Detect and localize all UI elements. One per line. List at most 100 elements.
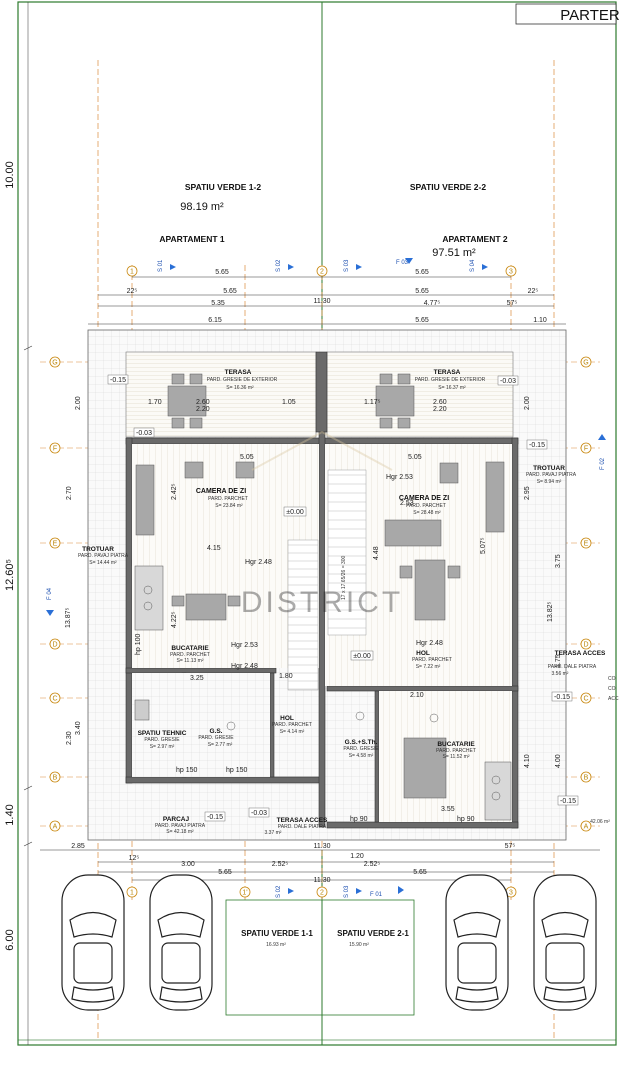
axis-C-left: C <box>52 696 57 703</box>
svg-text:1.70: 1.70 <box>148 399 162 406</box>
axis-C-right: C <box>583 696 588 703</box>
level-4: -0.03 <box>500 378 516 385</box>
axis-2-top: 2 <box>320 269 324 276</box>
level-6: -0.03 <box>251 810 267 817</box>
svg-text:13.82⁵: 13.82⁵ <box>547 601 554 622</box>
section-s01-top: S 01 <box>158 259 164 272</box>
bottom-dim-3a: 5.65 <box>218 869 232 876</box>
terasa-acces-2-finish: PARD. DALE PIATRA <box>548 664 597 670</box>
bottom-dim-2d: 1.20 <box>350 853 364 860</box>
svg-text:13.87⁵: 13.87⁵ <box>65 607 72 628</box>
room-labels: TERASA PARD. GRESIE DE EXTERIOR S= 16.36… <box>78 369 610 836</box>
title-box <box>515 3 617 25</box>
green-area-1-2-label: SPATIU VERDE 1-2 <box>185 182 261 192</box>
tehnic-area: S= 2.97 m² <box>150 744 175 750</box>
right-edge-1: CO <box>608 676 616 682</box>
bucatarie-1-finish: PARD. PARCHET <box>170 652 210 658</box>
svg-text:2.53: 2.53 <box>400 500 414 507</box>
section-f04: F 04 <box>47 587 53 600</box>
svg-text:hp 150: hp 150 <box>176 767 198 774</box>
bottom-dim-1c: 57⁵ <box>505 843 516 850</box>
svg-text:Hgr 2.48: Hgr 2.48 <box>245 559 272 566</box>
terasa-1-area <box>125 351 317 438</box>
dim-left-low: 1.40 <box>4 804 16 825</box>
car-icon <box>149 874 213 1011</box>
section-f03: F 03 <box>396 260 409 266</box>
camera-2-finish: PARD. PARCHET <box>406 503 446 509</box>
bathrooms-floor <box>132 673 270 777</box>
level-8: -0.15 <box>529 442 545 449</box>
svg-text:3.25: 3.25 <box>190 675 204 682</box>
trotuar-1-name: TROTUAR <box>82 546 114 553</box>
bucatarie-2-name: BUCATARIE <box>437 741 475 748</box>
svg-text:Hgr 2.53: Hgr 2.53 <box>386 474 413 481</box>
axis-B-right: B <box>584 775 589 782</box>
axis-E-right: E <box>584 541 589 548</box>
top-dim-2a: 22⁵ <box>127 288 138 295</box>
svg-text:2.00: 2.00 <box>524 396 531 410</box>
section-s02-top: S 02 <box>276 259 282 272</box>
trotuar-1-area: S= 14.44 m² <box>89 560 117 566</box>
green-area-1-1-label: SPATIU VERDE 1-1 <box>241 929 313 938</box>
watermark: DISTRICT <box>241 586 403 619</box>
green-area-2-1-area: 15.90 m² <box>349 942 369 948</box>
section-f01: F 01 <box>370 892 383 898</box>
svg-text:2.20: 2.20 <box>433 406 447 413</box>
bottom-dim-3b: 5.65 <box>413 869 427 876</box>
svg-text:5.07⁵: 5.07⁵ <box>480 537 487 554</box>
camera-1-finish: PARD. PARCHET <box>208 496 248 502</box>
svg-text:2.00: 2.00 <box>75 396 82 410</box>
top-dim-3b: 4.77⁵ <box>424 300 441 307</box>
axis-A-left: A <box>53 824 58 831</box>
svg-text:2.10: 2.10 <box>410 692 424 699</box>
tehnic-finish: PARD. GRESIE <box>144 737 180 743</box>
level-3: ±0.00 <box>286 509 304 516</box>
svg-text:1.75: 1.75 <box>555 654 562 668</box>
axis-1-top: 1 <box>130 269 134 276</box>
dim-left-mid: 12.60⁵ <box>4 559 16 591</box>
axis-G-right: G <box>583 360 588 367</box>
car-icon <box>533 874 597 1011</box>
svg-text:1.17⁵: 1.17⁵ <box>364 399 381 406</box>
svg-text:4.00: 4.00 <box>555 754 562 768</box>
camera-2-area: S= 28.48 m² <box>413 510 441 516</box>
svg-text:3.40: 3.40 <box>75 721 82 735</box>
top-dim-4c: 1.10 <box>533 317 547 324</box>
svg-text:2.60: 2.60 <box>433 399 447 406</box>
svg-text:5.05: 5.05 <box>408 454 422 461</box>
axis-F-left: F <box>53 446 57 453</box>
svg-text:hp 100: hp 100 <box>135 633 142 655</box>
bottom-dim-2b: 3.00 <box>181 861 195 868</box>
terasa-2-name: TERASA <box>434 369 461 376</box>
top-dim-1a: 5.65 <box>215 269 229 276</box>
parcaj-finish: PARD. PAVAJ PIATRA <box>155 823 206 829</box>
dim-left-top: 10.00 <box>4 161 16 189</box>
parcaj-name: PARCAJ <box>163 816 190 823</box>
bucatarie-2-finish: PARD. PARCHET <box>436 748 476 754</box>
axis-3-bottom: 3 <box>509 890 513 897</box>
top-dim-4b: 5.65 <box>415 317 429 324</box>
level-9: -0.15 <box>560 798 576 805</box>
svg-text:Hgr 2.48: Hgr 2.48 <box>231 663 258 670</box>
svg-text:hp 90: hp 90 <box>457 816 475 823</box>
axis-G-left: G <box>52 360 57 367</box>
hol-2-name: HOL <box>416 650 430 657</box>
svg-text:2.30: 2.30 <box>66 731 73 745</box>
axis-1-bottom: 1 <box>130 890 134 897</box>
level-7: ±0.00 <box>353 653 371 660</box>
green-area-1-1-zone <box>225 899 323 1016</box>
apartment-2-area: 97.51 m² <box>432 247 476 259</box>
svg-text:4.22⁵: 4.22⁵ <box>171 611 178 628</box>
axis-D-right: D <box>583 642 588 649</box>
top-dim-4a: 6.15 <box>208 317 222 324</box>
terasa-acces-1-area: 3.37 m² <box>265 830 282 836</box>
parcaj-right-area: 42.06 m² <box>590 819 610 825</box>
trotuar-2-name: TROTUAR <box>533 465 565 472</box>
parcaj-area: S= 42.18 m² <box>166 829 194 835</box>
bucatarie-1-area: S= 11.13 m² <box>176 658 203 664</box>
top-dim-2e: 5.65 <box>415 288 429 295</box>
axis-2-bottom: 2 <box>320 890 324 897</box>
car-icon <box>61 874 597 1011</box>
section-s04-top: S 04 <box>470 259 476 272</box>
